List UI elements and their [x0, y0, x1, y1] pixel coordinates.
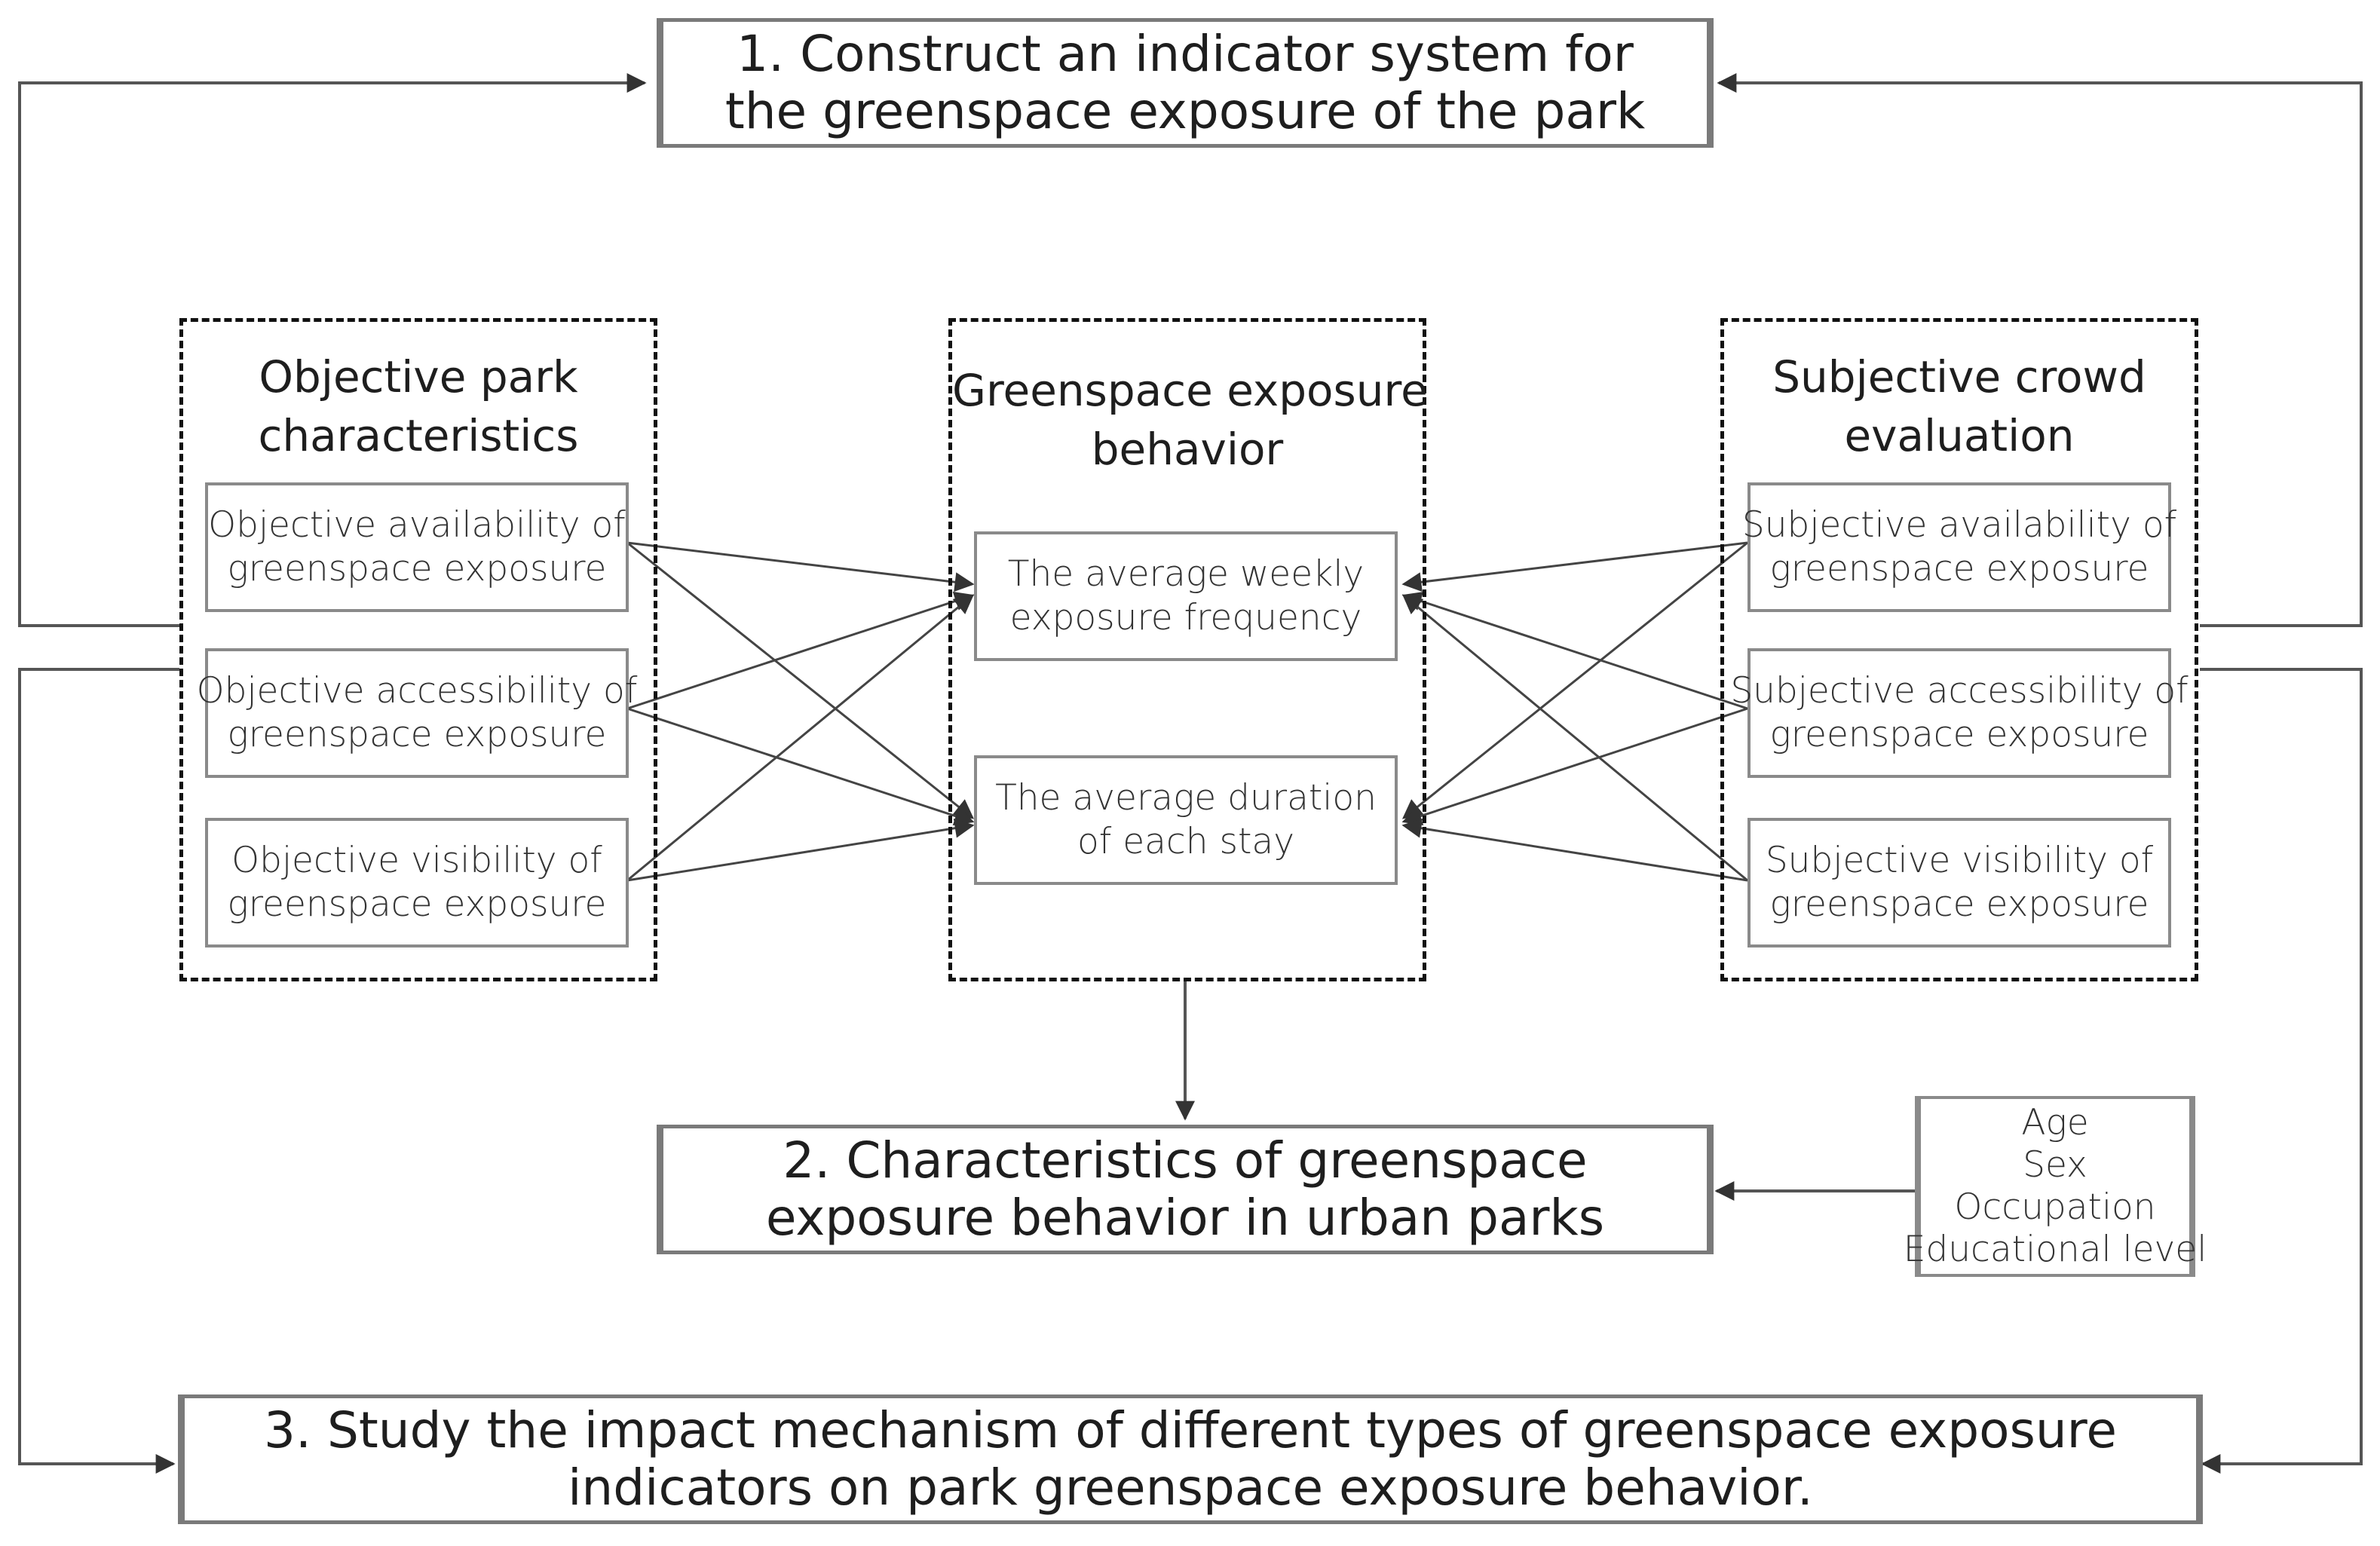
link-subj-accessibility-duration — [1401, 707, 1748, 826]
subjective-group-title: Subjective crowd evaluation — [1772, 351, 2146, 461]
link-subj-visibility-frequency — [1401, 594, 1748, 882]
demographic-occupation: Occupation — [1954, 1186, 2156, 1228]
subjective-availability-box: Subjective availability of greenspace ex… — [1742, 482, 2176, 612]
step1-line-2: the greenspace exposure of the park — [724, 82, 1646, 140]
step2-line-2: exposure behavior in urban parks — [765, 1189, 1605, 1247]
link-subj-visibility-duration — [1401, 818, 1748, 882]
link-subj-availability-frequency — [1401, 541, 1748, 592]
link-obj-visibility-frequency — [626, 594, 975, 882]
demographic-education: Educational level — [1903, 1229, 2207, 1270]
step3-line-1: 3. Study the impact mechanism of differe… — [264, 1401, 2117, 1459]
link-obj-visibility-duration — [626, 818, 975, 882]
objective-group-title: Objective park characteristics — [258, 351, 579, 461]
demographics-box: Age Sex Occupation Educational level — [1904, 1096, 2207, 1277]
loop-left-to-step1 — [18, 73, 647, 627]
link-obj-availability-frequency — [626, 541, 975, 592]
stay-duration-box: The average duration of each stay — [974, 755, 1398, 885]
objective-visibility-box: Objective visibility of greenspace expos… — [205, 818, 629, 947]
link-subj-availability-duration — [1401, 541, 1748, 819]
step2-box: 2. Characteristics of greenspace exposur… — [657, 1125, 1714, 1254]
objective-group: Objective park characteristics — [179, 318, 657, 981]
objective-accessibility-box: Objective accessibility of greenspace ex… — [197, 648, 637, 778]
link-obj-accessibility-duration — [626, 707, 975, 826]
link-obj-accessibility-frequency — [626, 591, 975, 710]
demographic-age: Age — [2021, 1102, 2089, 1143]
subjective-visibility-box: Subjective visibility of greenspace expo… — [1747, 818, 2171, 947]
loop-right-to-step3 — [2200, 668, 2363, 1474]
subjective-accessibility-box: Subjective accessibility of greenspace e… — [1730, 648, 2189, 778]
behavior-group: Greenspace exposure behavior — [948, 318, 1428, 981]
link-obj-availability-duration — [626, 541, 975, 819]
step1-box: 1. Construct an indicator system for the… — [657, 18, 1714, 148]
behavior-group-title: Greenspace exposure behavior — [952, 365, 1428, 475]
step3-box: 3. Study the impact mechanism of differe… — [178, 1394, 2203, 1524]
demographic-sex: Sex — [2023, 1144, 2087, 1186]
subjective-group: Subjective crowd evaluation — [1720, 318, 2198, 981]
step1-line-1: 1. Construct an indicator system for — [737, 25, 1634, 83]
link-subj-accessibility-frequency — [1401, 591, 1748, 710]
loop-right-to-step1 — [1717, 73, 2363, 627]
weekly-frequency-box: The average weekly exposure frequency — [974, 531, 1398, 661]
step3-line-2: indicators on park greenspace exposure b… — [568, 1459, 1813, 1517]
loop-left-to-step3 — [18, 668, 179, 1474]
objective-availability-box: Objective availability of greenspace exp… — [205, 482, 629, 612]
step2-line-1: 2. Characteristics of greenspace — [783, 1131, 1588, 1189]
